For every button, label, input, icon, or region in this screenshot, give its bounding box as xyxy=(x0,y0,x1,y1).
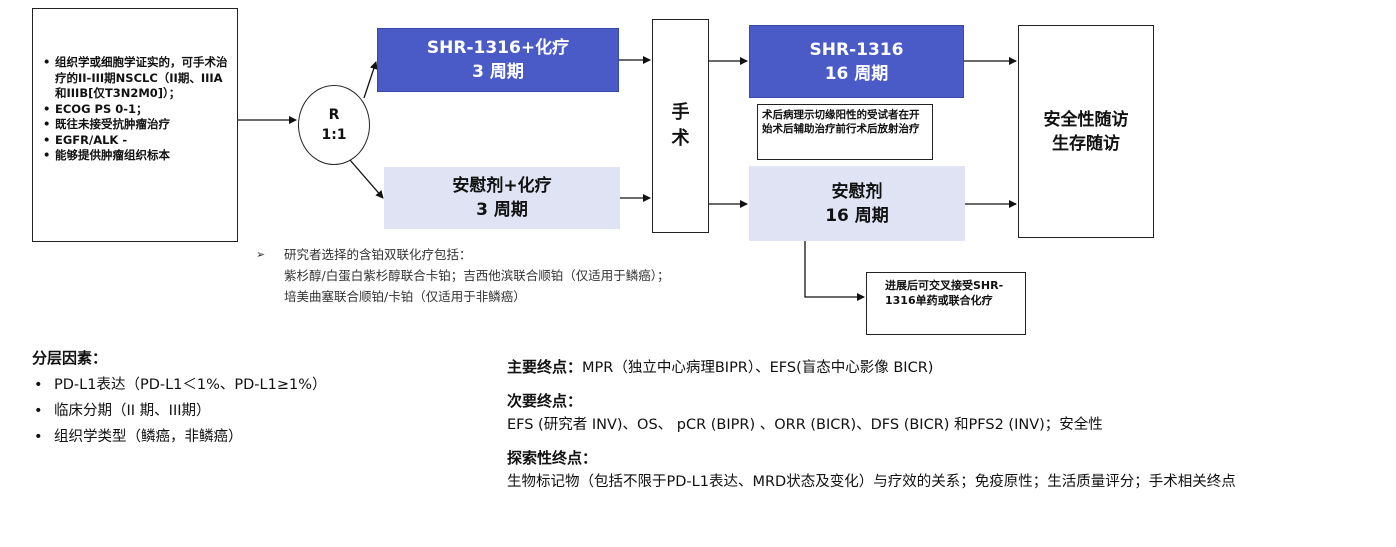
stratification-item: 组织学类型（鳞癌，非鳞癌） xyxy=(32,424,472,450)
followup-box: 安全性随访 生存随访 xyxy=(1018,25,1154,238)
surgery-box: 手 术 xyxy=(652,19,709,233)
crossover-note-box: 进展后可交叉接受SHR-1316单药或联合化疗 xyxy=(866,272,1026,335)
stratification-item: 临床分期（II 期、III期） xyxy=(32,398,472,424)
arm1-adjuvant-treatment: SHR-1316 xyxy=(809,39,904,60)
safety-followup-label: 安全性随访 xyxy=(1043,109,1129,130)
primary-endpoint-text: MPR（独立中心病理BIPR）、EFS(盲态中心影像 BICR) xyxy=(582,360,934,376)
crossover-note-text: 进展后可交叉接受SHR-1316单药或联合化疗 xyxy=(885,279,1004,307)
arm2-adjuvant-cycles: 16 周期 xyxy=(825,205,889,226)
arm1-neoadjuvant-box: SHR-1316+化疗 3 周期 xyxy=(377,28,619,92)
primary-endpoint-label: 主要终点： xyxy=(507,358,583,376)
surgery-label-part2: 术 xyxy=(671,128,690,149)
survival-followup-label: 生存随访 xyxy=(1052,133,1120,154)
randomization-to-arm1-arrow xyxy=(363,61,378,99)
chemotherapy-regimen-note: ➢ 研究者选择的含铂双联化疗包括： 紫杉醇/白蛋白紫杉醇联合卡铂；吉西他滨联合顺… xyxy=(256,244,816,307)
radiotherapy-note-text: 术后病理示切缘阳性的受试者在开始术后辅助治疗前行术后放射治疗 xyxy=(762,109,920,135)
randomization-to-arm2-arrow xyxy=(349,159,384,199)
chemo-note-line: 培美曲塞联合顺铂/卡铂（仅适用于非鳞癌） xyxy=(284,289,526,304)
secondary-endpoint-text: EFS (研究者 INV)、OS、 pCR (BIPR) 、ORR (BICR)… xyxy=(507,417,1103,433)
secondary-endpoint: 次要终点： EFS (研究者 INV)、OS、 pCR (BIPR) 、ORR … xyxy=(507,389,1387,437)
criteria-item: ECOG PS 0-1； xyxy=(43,102,231,118)
arm2-cycles: 3 周期 xyxy=(476,200,528,220)
eligibility-criteria-box: 组织学或细胞学证实的，可手术治疗的II-III期NSCLC（II期、IIIA 和… xyxy=(32,8,238,242)
arm2-adjuvant-box: 安慰剂 16 周期 xyxy=(749,166,965,241)
arm1-adjuvant-box: SHR-1316 16 周期 xyxy=(749,25,964,98)
arm2-treatment: 安慰剂+化疗 xyxy=(452,176,552,196)
criteria-item: EGFR/ALK - xyxy=(43,133,231,149)
stratification-title: 分层因素： xyxy=(32,349,108,367)
surgery-label-part1: 手 xyxy=(671,102,690,123)
randomization-circle: R 1:1 xyxy=(298,85,370,165)
arm2-adjuvant-treatment: 安慰剂 xyxy=(831,181,883,202)
endpoints-section: 主要终点：MPR（独立中心病理BIPR）、EFS(盲态中心影像 BICR) 次要… xyxy=(507,355,1387,503)
arm1-treatment: SHR-1316+化疗 xyxy=(426,38,570,58)
arm1-adjuvant-cycles: 16 周期 xyxy=(824,63,889,84)
randomization-ratio: 1:1 xyxy=(321,127,347,143)
stratification-item: PD-L1表达（PD-L1＜1%、PD-L1≥1%） xyxy=(32,372,472,398)
criteria-item: 能够提供肿瘤组织标本 xyxy=(43,148,231,164)
criteria-item: 既往未接受抗肿瘤治疗 xyxy=(43,117,231,133)
exploratory-endpoint-text: 生物标记物（包括不限于PD-L1表达、MRD状态及变化）与疗效的关系；免疫原性；… xyxy=(507,474,1236,490)
stratification-factors: 分层因素： PD-L1表达（PD-L1＜1%、PD-L1≥1%） 临床分期（II… xyxy=(32,346,472,450)
arm1-cycles: 3 周期 xyxy=(472,62,524,82)
chemo-note-header: 研究者选择的含铂双联化疗包括： xyxy=(284,247,472,262)
exploratory-endpoint: 探索性终点： 生物标记物（包括不限于PD-L1表达、MRD状态及变化）与疗效的关… xyxy=(507,446,1387,494)
chemo-note-line: 紫杉醇/白蛋白紫杉醇联合卡铂；吉西他滨联合顺铂（仅适用于鳞癌）； xyxy=(284,268,670,283)
post2-to-crossover-arrow xyxy=(804,241,865,301)
bullet-arrow-icon: ➢ xyxy=(256,248,266,261)
exploratory-endpoint-label: 探索性终点： xyxy=(507,449,598,467)
arm2-neoadjuvant-box: 安慰剂+化疗 3 周期 xyxy=(384,167,620,229)
secondary-endpoint-label: 次要终点： xyxy=(507,392,583,410)
primary-endpoint: 主要终点：MPR（独立中心病理BIPR）、EFS(盲态中心影像 BICR) xyxy=(507,355,1387,380)
criteria-item: 组织学或细胞学证实的，可手术治疗的II-III期NSCLC（II期、IIIA 和… xyxy=(43,55,231,102)
radiotherapy-note-box: 术后病理示切缘阳性的受试者在开始术后辅助治疗前行术后放射治疗 xyxy=(757,104,933,160)
randomization-label: R xyxy=(328,107,340,123)
